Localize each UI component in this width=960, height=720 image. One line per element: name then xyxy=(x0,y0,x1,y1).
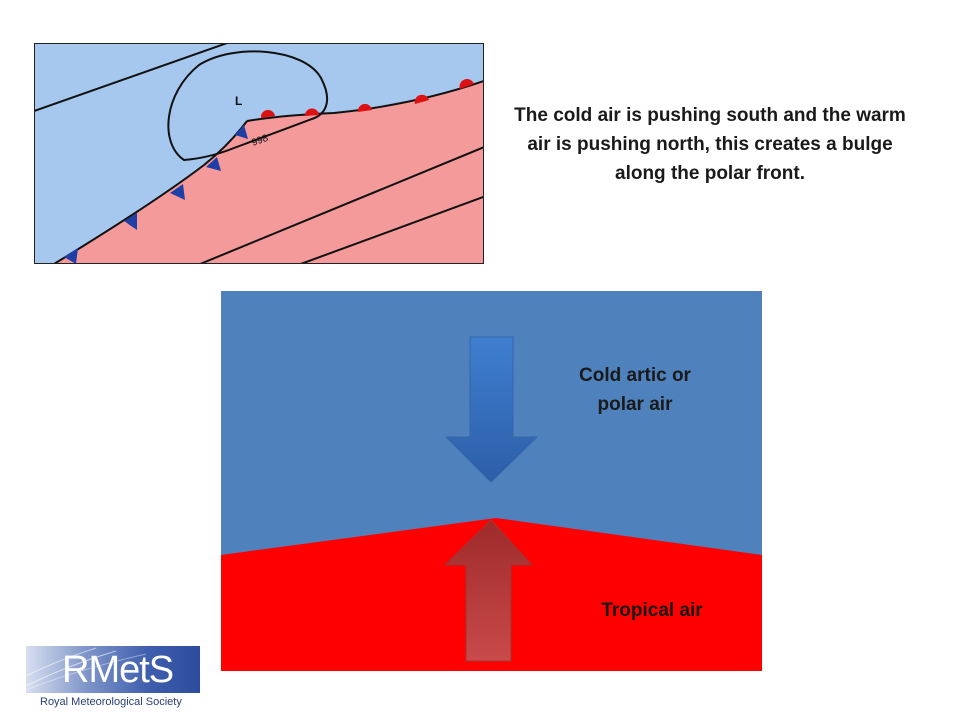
cold-air-down-arrow xyxy=(444,336,539,483)
cold-front-line xyxy=(53,120,248,264)
logo-swoosh-icon xyxy=(26,647,147,691)
weather-map: L 998 xyxy=(34,43,484,264)
isobar-line xyxy=(34,43,231,112)
cold-front-triangle xyxy=(235,125,248,139)
isobar-line xyxy=(197,146,484,264)
cold-front-triangle xyxy=(124,213,137,230)
cold-air-label: Cold artic or polar air xyxy=(579,365,691,415)
warm-front-semicircle xyxy=(414,94,429,104)
warm-front-semicircle xyxy=(304,108,319,116)
warm-front-semicircle xyxy=(260,109,275,118)
warm-front-semicircle xyxy=(357,103,372,112)
rmets-logo: RMetS Royal Meteorological Society xyxy=(26,646,200,710)
warm-air-sector xyxy=(54,81,484,264)
logo-subtitle: Royal Meteorological Society xyxy=(40,696,182,708)
cold-front-triangle xyxy=(170,184,185,200)
caption-text: The cold air is pushing south and the wa… xyxy=(514,105,906,184)
cold-front-triangle xyxy=(64,248,78,264)
cold-front-triangle xyxy=(206,157,221,171)
isobar-line xyxy=(297,195,484,264)
tropical-air-label: Tropical air xyxy=(601,600,703,621)
air-mass-diagram xyxy=(221,291,762,671)
warm-front-semicircle xyxy=(459,79,474,89)
warm-air-up-arrow xyxy=(443,519,534,662)
warm-front-line xyxy=(246,80,484,122)
low-pressure-label: L xyxy=(235,94,242,108)
logo-wordmark: RMetS xyxy=(62,649,174,691)
low-pressure-isobar xyxy=(167,50,329,162)
